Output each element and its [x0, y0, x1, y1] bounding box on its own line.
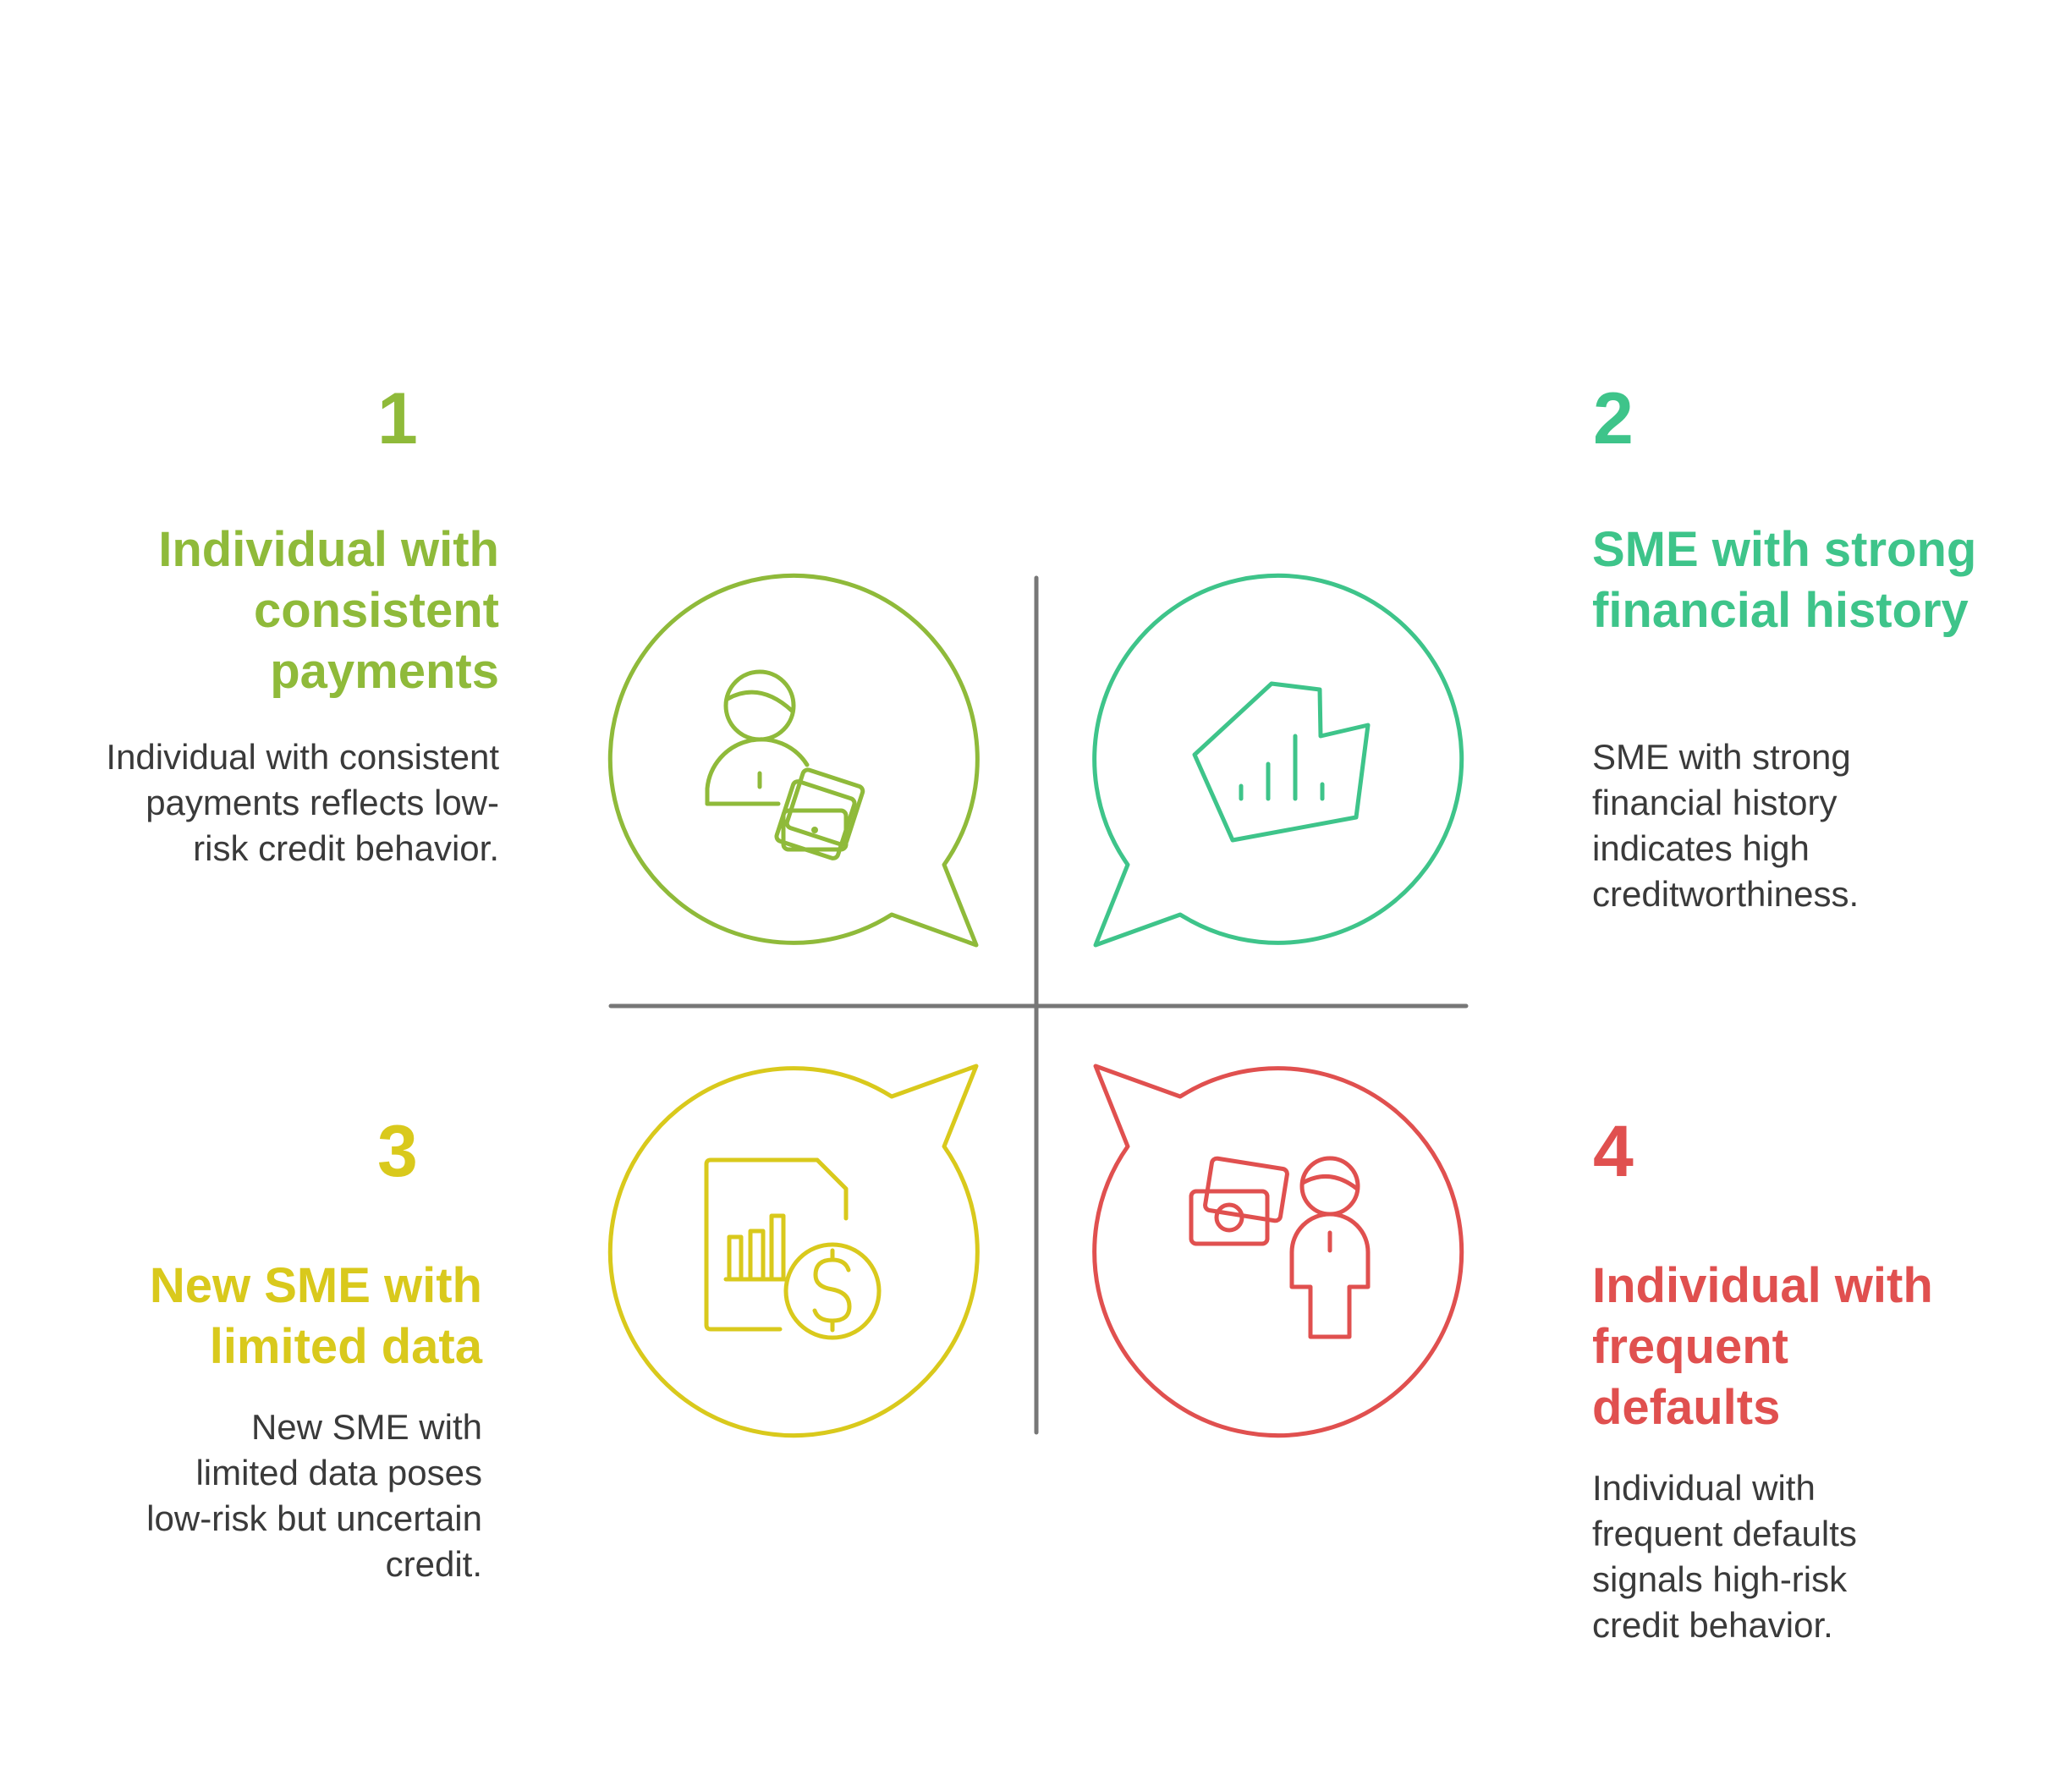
quadrant-2-description: SME with strong financial history indica… — [1592, 737, 1860, 914]
quadrant-4-number: 4 — [1593, 1111, 1634, 1192]
quadrant-3-title: New SME with limited data — [149, 1258, 482, 1374]
quadrant-4-description: Individual with frequent defaults signal… — [1592, 1468, 1857, 1645]
bubble-2 — [1092, 573, 1464, 948]
growth-chart-icon — [1192, 681, 1371, 843]
quadrant-1-title: Individual with consistent payments — [158, 522, 499, 699]
cash-and-person-icon — [1189, 1156, 1371, 1339]
bubble-1 — [607, 573, 980, 948]
person-with-cash-icon — [705, 669, 865, 860]
quadrant-1-description: Individual with consistent payments refl… — [106, 737, 499, 868]
bubble-3 — [607, 1064, 980, 1438]
quadrant-3-number: 3 — [377, 1111, 418, 1192]
quadrant-2-title: SME with strong financial history — [1592, 522, 1977, 638]
quadrant-1-number: 1 — [377, 378, 418, 459]
bubble-4 — [1092, 1064, 1464, 1438]
document-with-dollar-icon — [704, 1157, 882, 1340]
quadrant-2-number: 2 — [1593, 378, 1634, 459]
quadrant-3-description: New SME with limited data poses low-risk… — [146, 1407, 482, 1584]
quadrant-4-title: Individual with frequent defaults — [1592, 1258, 1933, 1435]
